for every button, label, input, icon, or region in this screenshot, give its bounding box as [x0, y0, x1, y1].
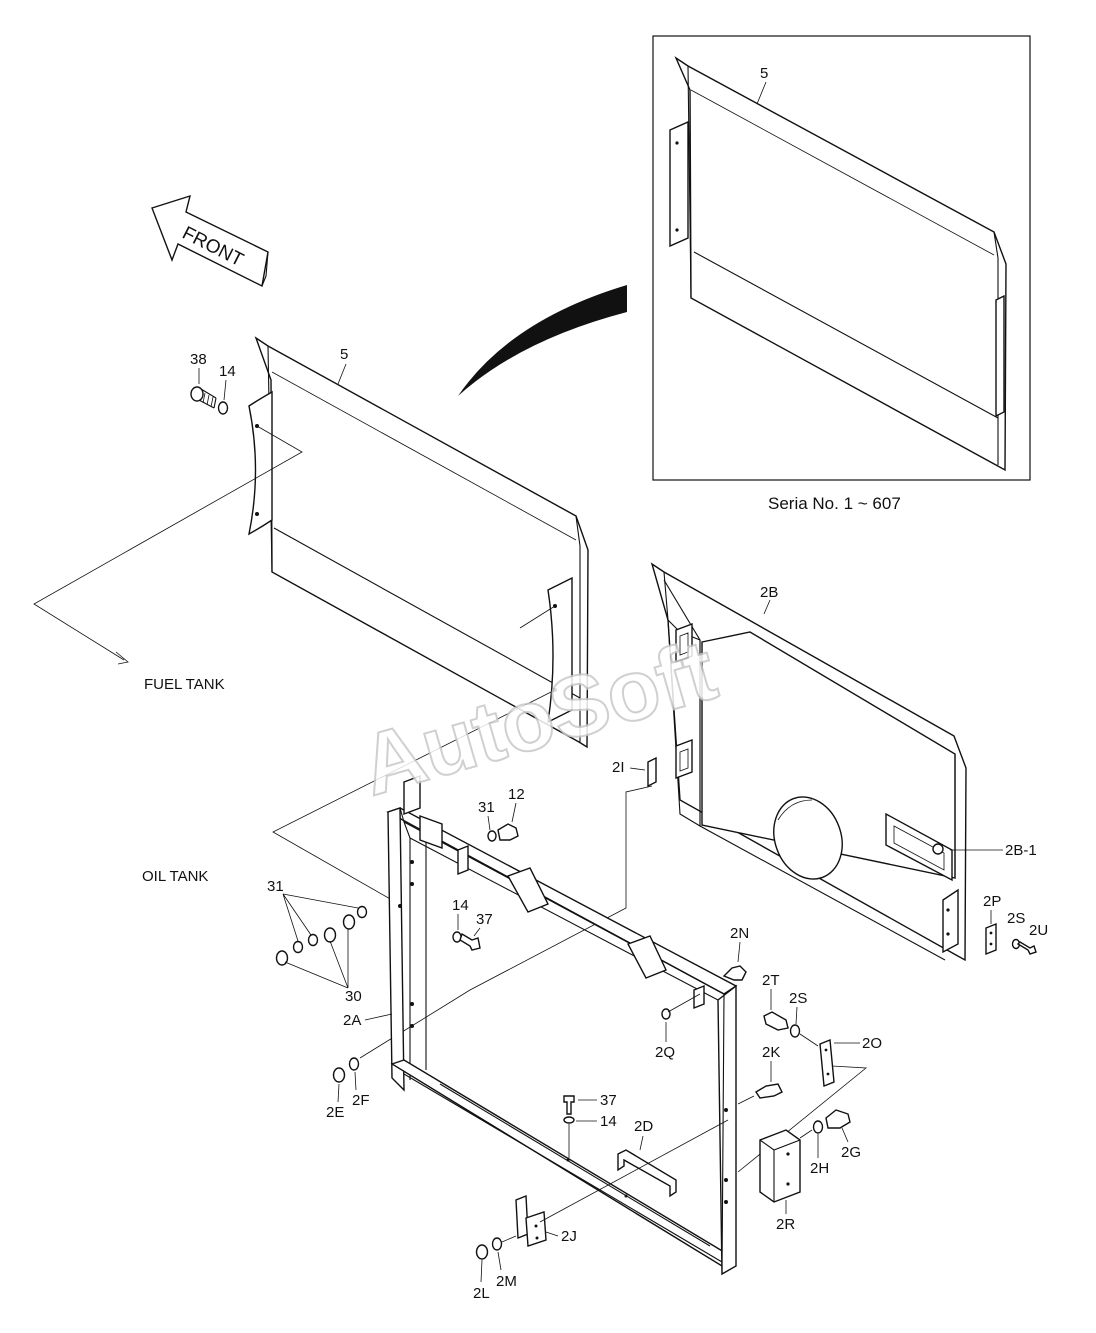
- washer-2h: [812, 1120, 824, 1134]
- front-arrow-icon: FRONT: [151, 194, 269, 288]
- callout-wedge: [458, 285, 627, 396]
- label-2l: 2L: [473, 1285, 490, 1302]
- label-2a: 2A: [343, 1012, 361, 1029]
- washer-2m: [491, 1237, 503, 1251]
- label-2d: 2D: [634, 1118, 653, 1135]
- label-31-group: 31: [267, 878, 284, 895]
- label-2q: 2Q: [655, 1044, 675, 1061]
- nut-washer-group: [275, 893, 368, 989]
- label-2g: 2G: [841, 1144, 861, 1161]
- label-2t: 2T: [762, 972, 780, 989]
- bolt-2t: [763, 1011, 789, 1031]
- label-30: 30: [345, 988, 362, 1005]
- label-2m: 2M: [496, 1273, 517, 1290]
- nut-2q: [661, 1008, 671, 1020]
- upper-panel-5: [248, 336, 589, 749]
- washer-2s: [789, 1024, 801, 1038]
- label-31-top: 31: [478, 799, 495, 816]
- bolt-2n: [722, 965, 747, 981]
- panel-2b: [650, 562, 967, 962]
- washer-14-bottom: [563, 1116, 575, 1124]
- label-2e: 2E: [326, 1104, 344, 1121]
- label-2j: 2J: [561, 1228, 577, 1245]
- label-2i: 2I: [612, 759, 625, 776]
- label-2p: 2P: [983, 893, 1001, 910]
- plate-2o: [819, 1039, 835, 1087]
- oil-tank-label: OIL TANK: [142, 868, 208, 885]
- bracket-2r: [759, 1129, 801, 1203]
- bolt-2g: [825, 1109, 851, 1129]
- inset-part-label-5: 5: [760, 65, 768, 82]
- washer-2f: [348, 1057, 360, 1071]
- label-2r: 2R: [776, 1216, 795, 1233]
- inset-panel: 5 Seria No. 1 ~ 607: [652, 35, 1031, 513]
- inset-caption: Seria No. 1 ~ 607: [768, 494, 901, 513]
- label-2o: 2O: [862, 1035, 882, 1052]
- label-2b-1: 2B-1: [1005, 842, 1037, 859]
- plate-2p: [985, 922, 997, 956]
- label-38: 38: [190, 351, 207, 368]
- label-2k: 2K: [762, 1044, 780, 1061]
- washer-31-top: [487, 830, 497, 842]
- label-2b: 2B: [760, 584, 778, 601]
- clip-2i: [647, 756, 657, 788]
- label-2f: 2F: [352, 1092, 370, 1109]
- bolt-37-mid: [459, 932, 481, 951]
- bolt-38: [190, 386, 217, 409]
- nut-2l: [475, 1244, 489, 1260]
- fuel-tank-label: FUEL TANK: [144, 676, 225, 693]
- washer-14: [217, 401, 229, 415]
- label-5: 5: [340, 346, 348, 363]
- bar-2d: [617, 1149, 677, 1198]
- label-37-mid: 37: [476, 911, 493, 928]
- bolt-2k: [755, 1083, 783, 1099]
- bolt-2u: [1016, 941, 1037, 955]
- label-12: 12: [508, 786, 525, 803]
- label-2s: 2S: [789, 990, 807, 1007]
- nut-2e: [332, 1067, 346, 1083]
- label-37-bottom: 37: [600, 1092, 617, 1109]
- label-2n: 2N: [730, 925, 749, 942]
- label-2h: 2H: [810, 1160, 829, 1177]
- frame-2a: [386, 774, 738, 1276]
- label-14-upper: 14: [219, 363, 236, 380]
- bolt-37-bottom: [563, 1095, 575, 1115]
- bracket-2j: [515, 1194, 547, 1247]
- bolt-12: [497, 823, 519, 841]
- label-14-mid: 14: [452, 897, 469, 914]
- label-14-bottom: 14: [600, 1113, 617, 1130]
- label-2s-right: 2S: [1007, 910, 1025, 927]
- label-2u: 2U: [1029, 922, 1048, 939]
